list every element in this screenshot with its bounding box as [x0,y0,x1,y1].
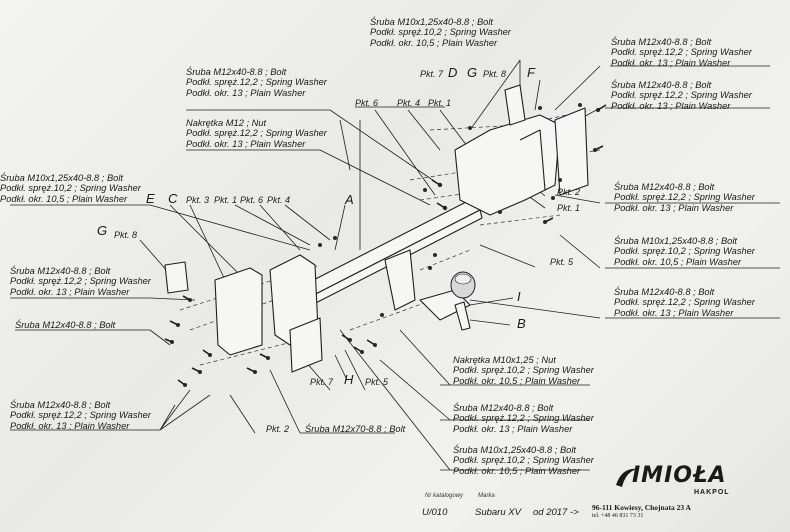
nut-group-bottom: Nakrętka M10x1,25 ; Nut Podkł. spręż.10,… [453,355,594,386]
part-letter-d: D [448,65,458,80]
point-label: Pkt. 1 [428,98,452,108]
plain-washer-line: Podkł. okr. 10,5 ; Plain Washer [614,256,742,267]
spring-washer-line: Podkł. spręż.10,2 ; Spring Washer [614,246,755,257]
part-letter-a: A [345,192,354,207]
point-label: Pkt. 5 [365,377,389,387]
bolt-line: Śruba M12x40-8.8 ; Bolt [10,400,111,410]
bolt-group-right-5: Śruba M12x40-8.8 ; Bolt Podkł. spręż.12,… [614,287,755,318]
bolt-group-right-3: Śruba M12x40-8.8 ; Bolt Podkł. spręż.12,… [614,182,755,213]
point-label: Pkt. 8 [483,69,507,79]
phone-line: tel. +48 46 831 73 31 [592,513,644,519]
spring-washer-line: Podkł. spręż.12,2 ; Spring Washer [611,90,752,101]
part-letter-h: H [344,372,354,387]
bolt-group-left-1: Śruba M10x1,25x40-8.8 ; Bolt Podkł. sprę… [0,173,141,204]
plain-washer-line: Podkł. okr. 13 ; Plain Washer [10,420,130,431]
plain-washer-line: Podkł. okr. 13 ; Plain Washer [614,307,734,318]
part-letter-f: F [527,65,535,80]
logo-subtext: HAKPOL [694,489,730,496]
part-letter-c: C [168,191,178,206]
point-label: Pkt. 4 [397,98,421,108]
company-address: 96-111 Kowiesy, Chojnata 23 A tel. +48 4… [592,503,691,521]
bolt-line: Śruba M12x40-8.8 ; Bolt [15,320,116,330]
plain-washer-line: Podkł. okr. 13 ; Plain Washer [10,286,130,297]
catalog-number-label: Nr katalogowy [425,493,464,499]
spring-washer-line: Podkł. spręż.10,2 ; Spring Washer [370,27,511,38]
address-line: 96-111 Kowiesy, Chojnata 23 A [592,503,691,512]
spring-washer-line: Podkł. spręż.10,2 ; Spring Washer [0,183,141,194]
bolt-line: Śruba M12x40-8.8 ; Bolt [614,182,715,192]
spring-washer-line: Podkł. spręż.10,2 ; Spring Washer [453,455,594,466]
nut-line: Nakrętka M10x1,25 ; Nut [453,355,556,365]
spring-washer-line: Podkł. spręż.12,2 ; Spring Washer [186,77,327,88]
bolt-group-bottom-2: Śruba M12x40-8.8 ; Bolt Podkł. spręż.12,… [453,403,594,434]
logo-text: IMIOŁA [632,463,727,488]
point-label: Pkt. 5 [550,257,574,267]
brand-label: Marka [478,493,495,499]
catalog-number-value: U/010 [422,507,448,518]
part-letter-g: G [467,65,478,80]
logo-swoosh-icon [616,468,638,487]
bolt-line: Śruba M12x70-8.8 ; Bolt [305,424,406,434]
plain-washer-line: Podkł. okr. 13 ; Plain Washer [614,202,734,213]
bolt-line: Śruba M10x1,25x40-8.8 ; Bolt [614,236,737,246]
plain-washer-line: Podkł. okr. 13 ; Plain Washer [186,138,306,149]
company-logo: IMIOŁA HAKPOL [612,461,742,499]
point-label: Pkt. 3 [186,195,210,205]
plain-washer-line: Podkł. okr. 10,5 ; Plain Washer [453,375,581,386]
point-label: Pkt. 1 [214,195,238,205]
bolt-group-left-4: Śruba M12x40-8.8 ; Bolt Podkł. spręż.12,… [10,400,151,431]
bolt-line: Śruba M12x40-8.8 ; Bolt [611,80,712,90]
point-label: Pkt. 6 [240,195,264,205]
spring-washer-line: Podkł. spręż.12,2 ; Spring Washer [614,297,755,308]
part-letter-i: I [517,289,521,304]
bolt-line: Śruba M12x40-8.8 ; Bolt [614,287,715,297]
point-label: Pkt. 6 [355,98,379,108]
bolt-line: Śruba M12x40-8.8 ; Bolt [611,37,712,47]
spring-washer-line: Podkł. spręż.12,2 ; Spring Washer [10,410,151,421]
spring-washer-line: Podkł. spręż.12,2 ; Spring Washer [611,47,752,58]
bolt-group-left-3: Śruba M12x40-8.8 ; Bolt [15,320,115,330]
point-label: Pkt. 7 [310,377,334,387]
bolt-line: Śruba M10x1,25x40-8.8 ; Bolt [0,173,123,183]
bolt-group-left-2: Śruba M12x40-8.8 ; Bolt Podkł. spręż.12,… [10,266,151,297]
plain-washer-line: Podkł. okr. 13 ; Plain Washer [186,87,306,98]
spring-washer-line: Podkł. spręż.10,2 ; Spring Washer [453,365,594,376]
part-letter-b: B [517,316,526,331]
plain-washer-line: Podkł. okr. 10,5 ; Plain Washer [0,193,128,204]
bolt-line: Śruba M10x1,25x40-8.8 ; Bolt [453,445,576,455]
brand-value: Subaru XV [475,507,521,518]
bolt-line: Śruba M10x1,25x40-8.8 ; Bolt [370,17,493,27]
spring-washer-line: Podkł. spręż.12,2 ; Spring Washer [614,192,755,203]
point-label: Pkt. 7 [420,69,444,79]
nut-group-upper-left: Nakrętka M12 ; Nut Podkł. spręż.12,2 ; S… [186,118,327,149]
bolt-line: Śruba M12x40-8.8 ; Bolt [186,67,287,77]
point-label: Pkt. 2 [557,187,581,197]
spring-washer-line: Podkł. spręż.12,2 ; Spring Washer [10,276,151,287]
bolt-group-right-2: Śruba M12x40-8.8 ; Bolt Podkł. spręż.12,… [611,80,752,111]
plain-washer-line: Podkł. okr. 10,5 ; Plain Washer [370,37,498,48]
bolt-group-top-right: Śruba M12x40-8.8 ; Bolt Podkł. spręż.12,… [611,37,752,68]
point-label: Pkt. 2 [266,424,290,434]
bolt-line: Śruba M12x40-8.8 ; Bolt [453,403,554,413]
plain-washer-line: Podkł. okr. 13 ; Plain Washer [611,57,731,68]
plain-washer-line: Podkł. okr. 13 ; Plain Washer [611,100,731,111]
plain-washer-line: Podkł. okr. 13 ; Plain Washer [453,423,573,434]
part-letter-e: E [146,191,155,206]
plain-washer-line: Podkł. okr. 10,5 ; Plain Washer [453,465,581,476]
spring-washer-line: Podkł. spręż.12,2 ; Spring Washer [453,413,594,424]
part-letter-g: G [97,223,108,238]
bolt-group-upper-left: Śruba M12x40-8.8 ; Bolt Podkł. spręż.12,… [186,67,327,98]
point-label: Pkt. 1 [557,203,581,213]
spring-washer-line: Podkł. spręż.12,2 ; Spring Washer [186,128,327,139]
point-label: Pkt. 8 [114,230,138,240]
year-value: od 2017 -> [533,507,579,518]
nut-line: Nakrętka M12 ; Nut [186,118,267,128]
bolt-group-right-4: Śruba M10x1,25x40-8.8 ; Bolt Podkł. sprę… [614,236,755,267]
bolt-line: Śruba M12x40-8.8 ; Bolt [10,266,111,276]
bolt-group-bottom-3: Śruba M10x1,25x40-8.8 ; Bolt Podkł. sprę… [453,445,594,476]
point-label: Pkt. 4 [267,195,291,205]
bolt-group-top-center: Śruba M10x1,25x40-8.8 ; Bolt Podkł. sprę… [370,17,511,48]
bolt-group-m12x70: Śruba M12x70-8.8 ; Bolt [305,424,405,434]
